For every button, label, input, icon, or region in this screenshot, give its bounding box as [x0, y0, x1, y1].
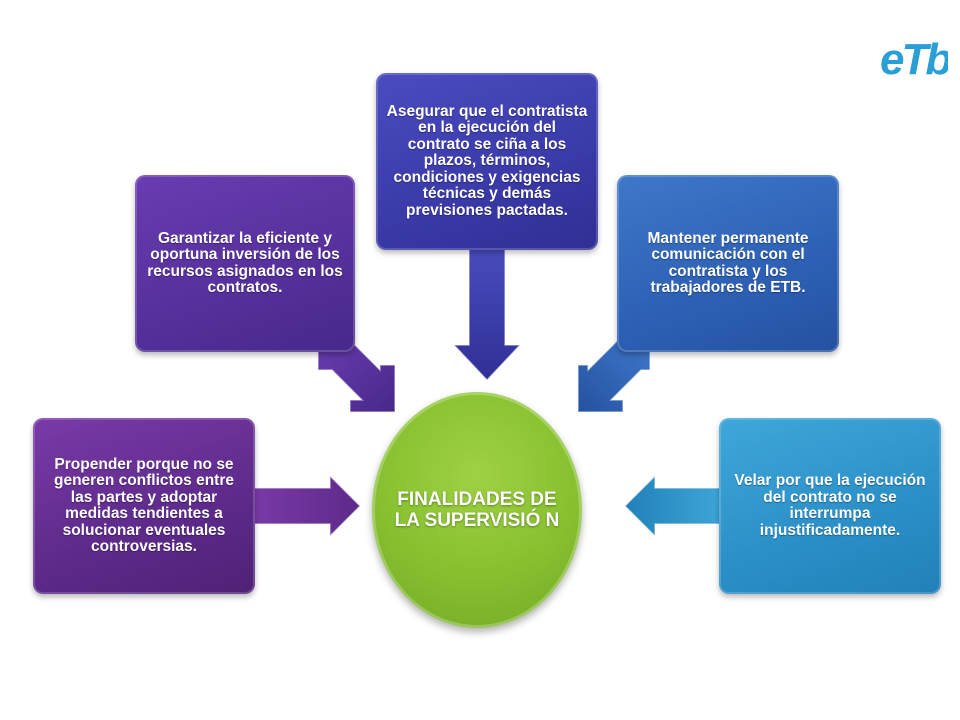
arrow-4 — [577, 339, 651, 413]
goal-box-communication: Mantener permanente comunicación con el … — [617, 175, 839, 352]
arrow-3 — [452, 244, 522, 382]
goal-text: Propender porque no se generen conflicto… — [53, 455, 234, 555]
goal-text: Mantener permanente comunicación con el … — [647, 229, 809, 296]
goal-text: Asegurar que el contratista en la ejecuc… — [386, 102, 588, 219]
etb-logo: eTb — [880, 35, 948, 84]
goal-text: Velar por que la ejecución del contrato … — [734, 472, 926, 539]
goal-box-conflicts: Propender porque no se generen conflicto… — [33, 418, 255, 594]
center-circle: FINALIDADES DE LA SUPERVISIÓ N — [372, 392, 582, 628]
goal-box-continuity: Velar por que la ejecución del contrato … — [719, 418, 941, 594]
arrow-1 — [249, 474, 362, 538]
goal-box-compliance: Asegurar que el contratista en la ejecuc… — [376, 73, 598, 250]
center-title: FINALIDADES DE LA SUPERVISIÓ N — [394, 489, 560, 531]
arrow-2 — [317, 339, 396, 413]
arrow-5 — [623, 474, 726, 538]
goal-box-investment: Garantizar la eficiente y oportuna inver… — [135, 175, 355, 352]
logo-text: eTb — [880, 35, 948, 84]
goal-text: Garantizar la eficiente y oportuna inver… — [147, 229, 343, 296]
